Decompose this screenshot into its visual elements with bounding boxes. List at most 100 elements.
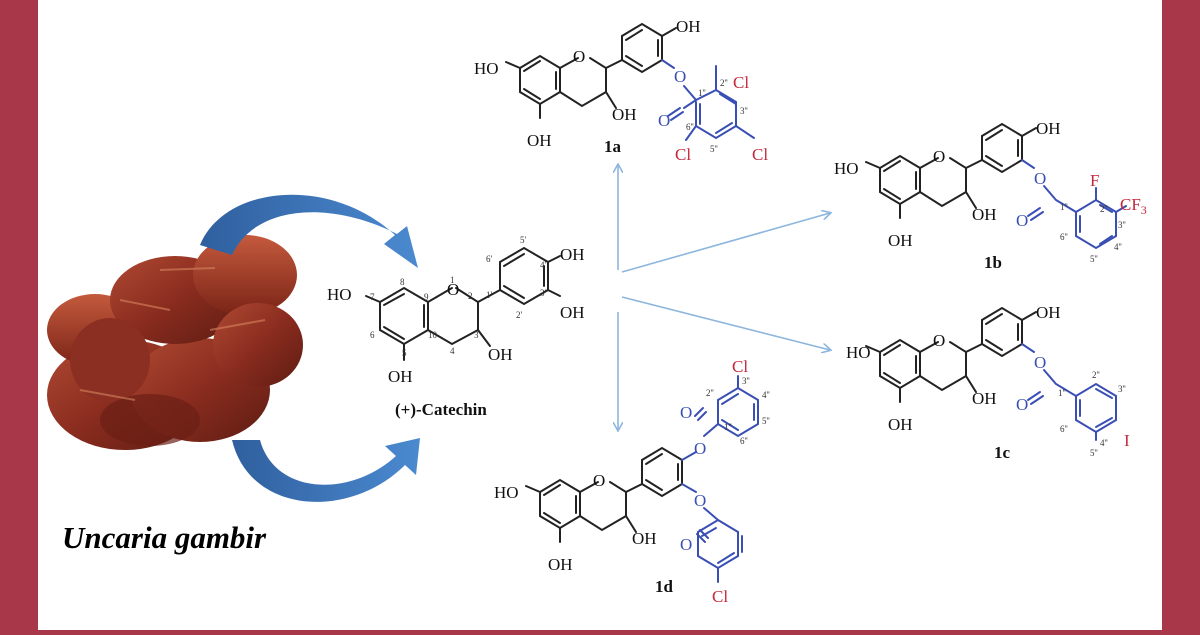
atom-number: 6 xyxy=(370,330,375,340)
arrow-to-1b xyxy=(621,213,830,273)
atom-number: 4 xyxy=(450,346,455,356)
atom-number: 2'' xyxy=(1100,204,1108,214)
derivative-1d: HO OH OH O O O O O Cl Cl 1'' 2'' 3'' 4''… xyxy=(494,357,770,606)
atom-number: 5'' xyxy=(762,416,770,426)
1c-label: 1c xyxy=(994,443,1011,462)
atom-number: 6' xyxy=(486,254,493,264)
catechin-oh-3prime: OH xyxy=(560,303,585,322)
atom-number: 3'' xyxy=(1118,384,1126,394)
catechin-structure: O HO OH OH OH OH 1 2 3 4 5 6 7 8 9 10 1'… xyxy=(327,235,585,419)
1b-fluorine: F xyxy=(1090,171,1099,190)
atom-number: 5' xyxy=(520,235,527,245)
catechin-ho-7: HO xyxy=(327,285,352,304)
atom-number: 5'' xyxy=(1090,448,1098,458)
1d-ho: HO xyxy=(494,483,519,502)
1d-carbonyl-o-3: O xyxy=(680,535,692,554)
1b-ring-oxygen: O xyxy=(933,147,945,166)
atom-number: 2 xyxy=(468,291,473,301)
1a-ring-oxygen: O xyxy=(573,47,585,66)
catechin-oh-5: OH xyxy=(388,367,413,386)
1d-cl-bottom: Cl xyxy=(712,587,728,606)
atom-number: 1'' xyxy=(1060,202,1068,212)
1b-ho: HO xyxy=(834,159,859,178)
atom-number: 4' xyxy=(540,260,547,270)
gambir-highlight xyxy=(79,267,266,401)
atom-number: 2'' xyxy=(1092,370,1100,380)
1c-ho: HO xyxy=(846,343,871,362)
atom-number: 3'' xyxy=(742,376,750,386)
gambir-lump xyxy=(193,235,297,315)
atom-number: 4'' xyxy=(1100,438,1108,448)
1d-ester-o-4: O xyxy=(694,439,706,458)
1b-ester-o: O xyxy=(1034,169,1046,188)
1c-carbonyl-o: O xyxy=(1016,395,1028,414)
1a-cl-6: Cl xyxy=(675,145,691,164)
1c-oh-4prime: OH xyxy=(1036,303,1061,322)
derivative-1c: HO OH OH OH O O O I 1'' 2'' 3'' 4'' 5'' … xyxy=(846,303,1130,462)
derivative-1b: HO OH OH OH O O O F CF3 1'' 2'' 3'' 4'' … xyxy=(834,119,1147,272)
1b-cf3: CF3 xyxy=(1120,195,1147,217)
1d-label: 1d xyxy=(655,577,674,596)
curved-arrow-bottom xyxy=(232,438,420,502)
1b-oh-5: OH xyxy=(888,231,913,250)
1a-ester-o: O xyxy=(674,67,686,86)
catechin-oh-4prime: OH xyxy=(560,245,585,264)
atom-number: 5'' xyxy=(1090,254,1098,264)
1b-carbonyl-o: O xyxy=(1016,211,1028,230)
1d-carbonyl-o-4: O xyxy=(680,403,692,422)
1b-oh-3: OH xyxy=(972,205,997,224)
1b-oh-4prime: OH xyxy=(1036,119,1061,138)
source-label: Uncaria gambir xyxy=(62,520,267,555)
atom-number: 6'' xyxy=(686,122,694,132)
1a-oh-4prime: OH xyxy=(676,17,701,36)
atom-number: 9 xyxy=(424,292,429,302)
1a-oh-5: OH xyxy=(527,131,552,150)
atom-number: 5 xyxy=(402,348,407,358)
curved-arrow-top xyxy=(200,194,418,268)
gambir-lump xyxy=(100,394,200,446)
atom-number: 1 xyxy=(450,275,455,285)
1c-oh-3: OH xyxy=(972,389,997,408)
catechin-label: (+)-Catechin xyxy=(395,400,487,419)
atom-number: 5'' xyxy=(710,144,718,154)
1a-carbonyl-o: O xyxy=(658,111,670,130)
atom-number: 3 xyxy=(474,330,479,340)
1a-cl-4: Cl xyxy=(752,145,768,164)
atom-number: 1'' xyxy=(1058,388,1066,398)
atom-number: 10 xyxy=(428,330,438,340)
arrow-to-1c xyxy=(621,296,830,350)
atom-number: 7 xyxy=(370,292,375,302)
1a-cl-2: Cl xyxy=(733,73,749,92)
atom-number: 4'' xyxy=(762,390,770,400)
atom-number: 1' xyxy=(486,290,493,300)
1a-ho: HO xyxy=(474,59,499,78)
1c-ester-o: O xyxy=(1034,353,1046,372)
1a-label: 1a xyxy=(604,137,622,156)
catechin-ring-oxygen: O xyxy=(447,280,459,299)
atom-number: 8 xyxy=(400,277,405,287)
1c-ring-oxygen: O xyxy=(933,331,945,350)
1d-oh-3: OH xyxy=(632,529,657,548)
figure-panel: Uncaria gambir O HO OH OH OH OH 1 xyxy=(38,0,1162,630)
atom-number: 2'' xyxy=(720,78,728,88)
atom-number: 6'' xyxy=(740,436,748,446)
atom-number: 3'' xyxy=(1118,220,1126,230)
1a-oh-3: OH xyxy=(612,105,637,124)
gambir-photo xyxy=(47,235,303,450)
catechin-oh-3: OH xyxy=(488,345,513,364)
1d-cl-top: Cl xyxy=(732,357,748,376)
atom-number: 1'' xyxy=(724,422,732,432)
atom-number: 2' xyxy=(516,310,523,320)
atom-number: 6'' xyxy=(1060,424,1068,434)
1d-ester-o-3: O xyxy=(694,491,706,510)
atom-number: 6'' xyxy=(1060,232,1068,242)
atom-number: 4'' xyxy=(1114,242,1122,252)
atom-number: 2'' xyxy=(706,388,714,398)
scheme-svg: Uncaria gambir O HO OH OH OH OH 1 xyxy=(47,17,1147,606)
atom-number: 1'' xyxy=(698,88,706,98)
1c-oh-5: OH xyxy=(888,415,913,434)
gambir-lump xyxy=(213,303,303,387)
1b-label: 1b xyxy=(984,253,1002,272)
atom-number: 3' xyxy=(540,288,547,298)
